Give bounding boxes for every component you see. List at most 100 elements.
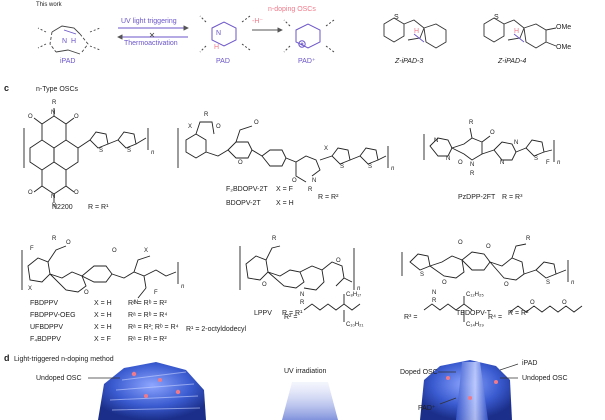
padplus-structure	[283, 19, 335, 53]
bdopv-structure	[177, 121, 389, 183]
pzdpp-atom-n-bottom: N	[470, 162, 475, 168]
r3-c12: C₁₂H₂₅	[466, 292, 484, 298]
r3-c14: C₁₄H₂₉	[466, 322, 484, 328]
polymer-r-f4bdppv: Rᵃ = Rᵇ = R²	[128, 336, 167, 343]
r1-definition: R¹ = 2-octyldodecyl	[186, 326, 247, 333]
fbdppv-atom-x-1: X	[144, 248, 149, 254]
lppv-atom-n-sub: n	[357, 286, 361, 292]
polymer-x-f2bdopv: X = F	[276, 186, 293, 193]
bdopv-atom-x-2: X	[324, 146, 329, 152]
ziPAD4-structure	[483, 17, 557, 49]
ziPAD3-structure	[383, 17, 447, 49]
ipad-label: iPAD	[60, 58, 76, 65]
uv-triggering-label: UV light triggering	[121, 18, 177, 25]
pzdpp-atom-n-3: N	[500, 160, 505, 166]
panel-c-letter: c	[4, 83, 10, 93]
r2-label: R² =	[284, 314, 298, 321]
ipad-h-atom: H	[71, 38, 77, 45]
n2200-atom-r-bottom: R	[52, 203, 57, 209]
n2200-atom-n-bottom: N	[51, 194, 56, 200]
r3-label: R³ =	[404, 314, 418, 321]
pzdpp-atom-n-1: N	[434, 138, 439, 144]
pzdpp-atom-r-bottom: R	[470, 171, 475, 177]
bdopv-atom-o-3: O	[238, 160, 243, 166]
lppv-atom-r-top: R	[272, 236, 277, 242]
polymer-x-fbdppv-oeg: X = H	[94, 312, 112, 319]
r2-c10: C₁₀H₂₁	[346, 322, 364, 328]
tbdopv-atom-s-2: S	[546, 280, 551, 286]
tbdopv-atom-n-sub: n	[571, 280, 575, 286]
bdopv-atom-o-4: O	[292, 178, 297, 184]
fbdppv-atom-r-top: R	[52, 236, 57, 242]
polymer-r-bdopv: R = R²	[318, 194, 339, 201]
polymer-x-bdopv: X = H	[276, 200, 294, 207]
pzdpp-atom-r-top: R	[469, 120, 474, 126]
undoped-osc-left-label: Undoped OSC	[36, 375, 82, 382]
n2200-atom-o-2: O	[74, 114, 79, 120]
panel-b-header: This work	[36, 2, 62, 8]
n2200-atom-n-sub: n	[151, 150, 155, 156]
ziPAD4-ome-2: OMe	[556, 44, 572, 51]
n2200-structure	[23, 108, 149, 202]
r3-chain	[423, 296, 473, 322]
uv-beam	[282, 382, 338, 420]
n2200-atom-o-3: O	[28, 190, 33, 196]
bdopv-atom-n: N	[312, 178, 317, 184]
ipad-label-d: iPAD	[522, 360, 538, 367]
tbdopv-atom-s-1: S	[420, 272, 425, 278]
pzdpp-atom-s: S	[534, 156, 539, 162]
polymer-name-pzdpp: PzDPP-2FT	[458, 194, 496, 201]
bdopv-atom-s-1: S	[340, 164, 345, 170]
panel-d-heading: Light-triggered n-doping method	[14, 356, 114, 363]
doped-osc-label: Doped OSC	[400, 369, 438, 376]
pzdpp-atom-f: F	[546, 160, 550, 166]
ziPAD4-label: Z-iPAD-4	[498, 58, 527, 65]
n2200-atom-s-1: S	[99, 148, 104, 154]
pzdpp-atom-o-1: O	[490, 130, 495, 136]
ipad-structure	[37, 25, 101, 55]
polymer-name-tbdopv: TBDOPV-T	[456, 310, 492, 317]
thermoactivation-label: Thermoactivation	[124, 40, 178, 47]
fbdppv-atom-o-3: O	[84, 290, 89, 296]
polymer-name-n2200: N2200	[52, 204, 73, 211]
pad-label: PAD	[216, 58, 230, 65]
n2200-atom-n-top: N	[51, 110, 56, 116]
tbdopv-atom-r-top: R	[526, 236, 531, 242]
ziPAD4-s-atom: S	[494, 14, 499, 21]
tbdopv-structure	[401, 243, 569, 282]
ziPAD3-h-atom: H	[414, 28, 420, 35]
n2200-atom-o-4: O	[74, 190, 79, 196]
polymer-r-pzdpp: R = R³	[502, 194, 523, 201]
panel-c-heading: n-Type OSCs	[36, 86, 79, 93]
arrow-uv-thermo	[117, 25, 189, 40]
n2200-atom-o-1: O	[28, 114, 33, 120]
fbdppv-atom-o-1: O	[66, 240, 71, 246]
n2200-atom-r-top: R	[52, 100, 57, 106]
ziPAD4-ome-1: OMe	[556, 24, 572, 31]
tbdopv-atom-r-bottom: R	[432, 298, 437, 304]
ziPAD3-label: Z-iPAD-3	[395, 58, 424, 65]
pzdpp-atom-n-sub: n	[557, 160, 561, 166]
polymer-name-f2bdopv: F₂BDOPV-2T	[226, 186, 268, 193]
bdopv-atom-o-2: O	[254, 120, 259, 126]
ziPAD4-h-atom: H	[514, 28, 520, 35]
polymer-name-f4bdppv: F₄BDPPV	[30, 336, 61, 343]
n-doping-label: n-doping OSCs	[268, 6, 316, 13]
hydride-label: -H⁻	[252, 18, 264, 25]
pzdpp-atom-o-2: O	[458, 160, 463, 166]
polymer-x-ufbdppv: X = H	[94, 324, 112, 331]
r4-chain	[509, 305, 583, 313]
uv-irradiation-label: UV irradiation	[284, 368, 327, 375]
fbdppv-atom-n: N	[134, 300, 139, 306]
polymer-r-fbdppv: Rᵃ = Rᵇ = R²	[128, 300, 167, 307]
polymer-name-fbdppv-oeg: FBDPPV-OEG	[30, 312, 76, 319]
polymer-r-n2200: R = R¹	[88, 204, 109, 211]
pzdpp-structure	[423, 127, 555, 162]
fbdppv-structure	[21, 245, 179, 299]
fbdppv-atom-n-sub: n	[181, 284, 185, 290]
fbdppv-atom-f-1: F	[30, 246, 34, 252]
ziPAD3-s-atom: S	[394, 14, 399, 21]
pad-plus-label-d: PAD⁺	[418, 405, 436, 412]
